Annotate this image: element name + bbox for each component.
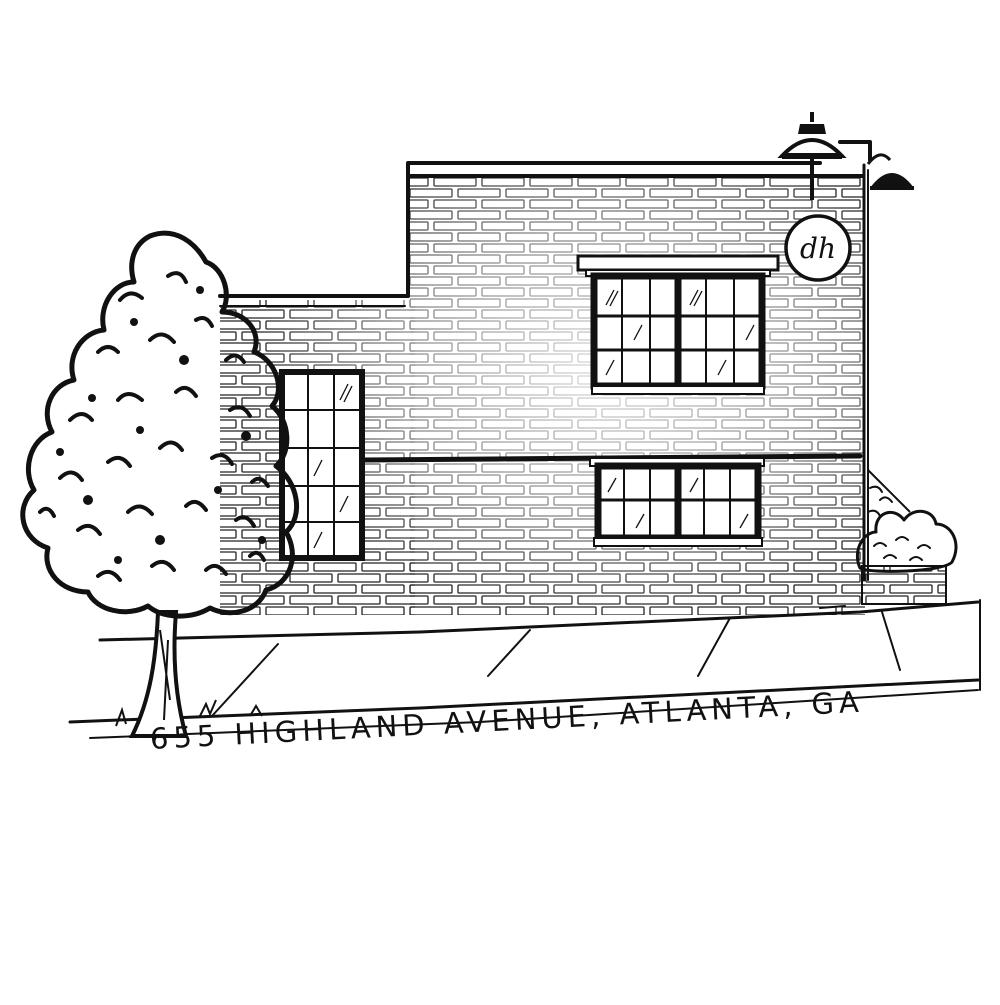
sidewalk [68,599,981,739]
logo-monogram: dh [800,232,836,265]
side-window [279,369,365,561]
wall-lamps [777,112,914,200]
upper-window [576,254,780,395]
shrub-planter [855,469,958,605]
dh-logo-sign: dh [784,214,852,282]
lower-window [589,457,765,547]
tree [20,230,300,738]
